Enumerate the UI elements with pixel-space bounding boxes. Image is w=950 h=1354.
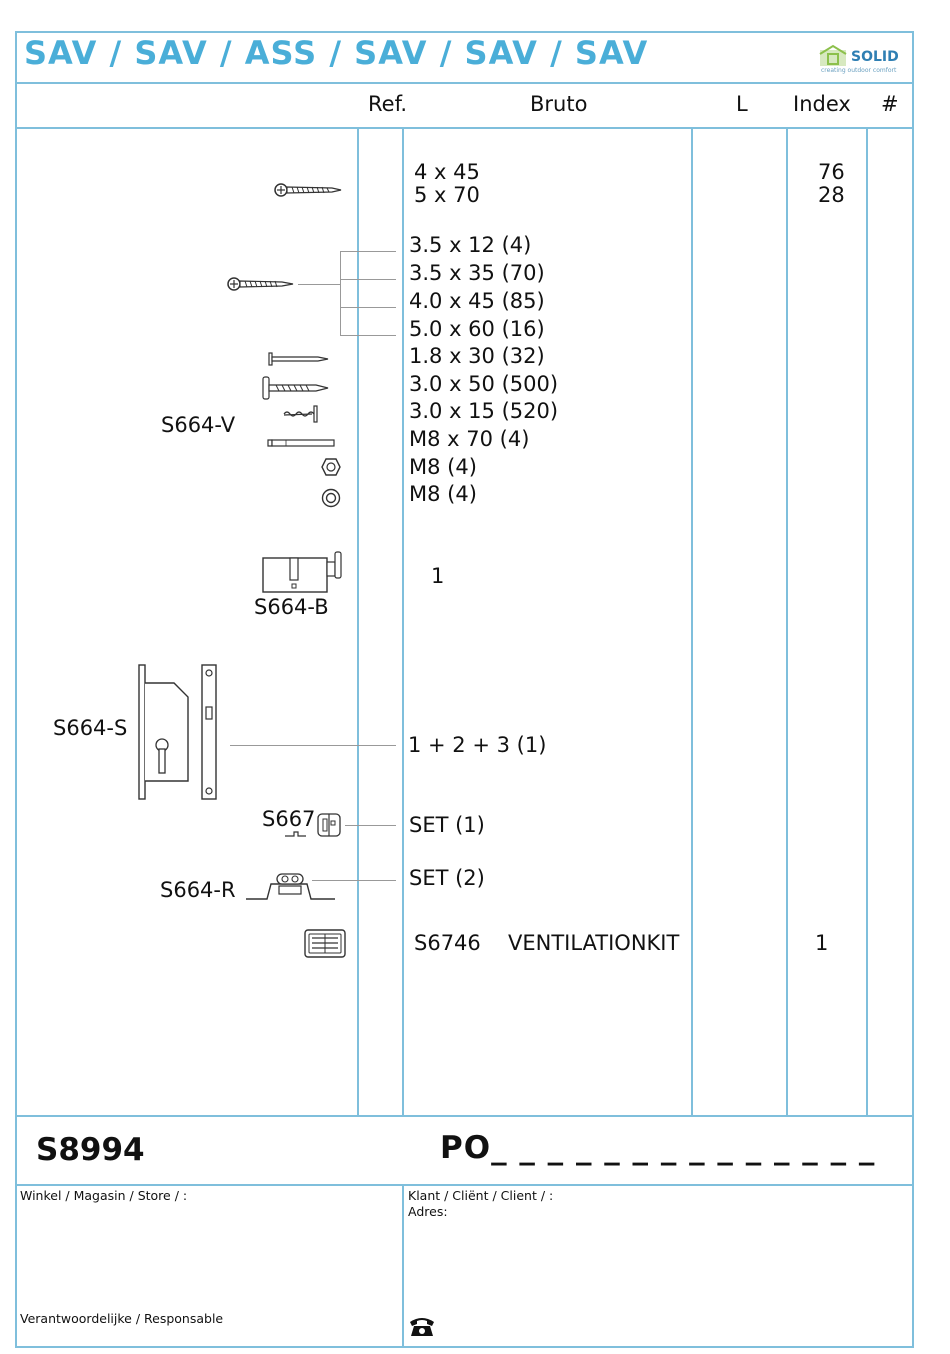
washer-icon: [321, 488, 341, 508]
part-row: 3.5 x 12 (4): [409, 233, 532, 257]
footer-divider: [15, 1184, 914, 1186]
phone-icon: [410, 1318, 434, 1336]
responsible-label: Verantwoordelijke / Responsable: [20, 1311, 224, 1326]
col-divider-ref-right: [402, 127, 404, 1117]
kit-label-s667: S667: [262, 807, 316, 831]
po-number-field[interactable]: PO_ _ _ _ _ _ _ _ _ _ _ _ _ _: [440, 1130, 876, 1166]
kit-qty-s664s: 1 + 2 + 3 (1): [408, 733, 547, 757]
part-row: 3.0 x 15 (520): [409, 399, 559, 423]
kit-qty-s667: SET (1): [409, 813, 485, 837]
store-label: Winkel / Magasin / Store / :: [20, 1188, 188, 1203]
leader-line: [298, 284, 340, 285]
part-row: 1.8 x 30 (32): [409, 344, 545, 368]
address-label: Adres:: [408, 1204, 448, 1219]
kit-label-s664s: S664-S: [53, 716, 128, 740]
latch-icon: [285, 813, 341, 837]
leader-line: [340, 279, 396, 280]
logo-text: SOLID: [851, 49, 899, 65]
part-row: 4.0 x 45 (85): [409, 289, 545, 313]
small-screw-icon: [283, 405, 318, 423]
kit-qty-s664b: 1: [431, 564, 445, 588]
screw-size-2: 5 x 70: [414, 183, 480, 207]
leader-line: [345, 825, 396, 826]
logo-mark-icon: [819, 44, 847, 66]
roller-catch-icon: [246, 873, 335, 900]
client-label: Klant / Cliënt / Client / :: [408, 1188, 554, 1203]
column-header-index: Index: [793, 92, 851, 116]
vent-index: 1: [815, 931, 829, 955]
screw-size-1: 4 x 45: [414, 160, 480, 184]
title-divider: [15, 82, 914, 84]
col-divider-index-right: [866, 127, 868, 1117]
column-header-divider: [15, 127, 914, 129]
part-row: 3.0 x 50 (500): [409, 372, 559, 396]
col-divider-ref-left: [357, 127, 359, 1117]
leader-line: [340, 251, 396, 252]
leader-line: [340, 307, 396, 308]
logo-tagline: creating outdoor comfort: [821, 67, 897, 74]
screw-icon: [227, 277, 294, 291]
column-header-hash: #: [881, 92, 899, 116]
part-row: M8 (4): [409, 482, 477, 506]
wood-screw-icon: [274, 183, 342, 197]
vent-name: VENTILATIONKIT: [508, 931, 680, 955]
leader-line: [230, 745, 396, 746]
part-row: 3.5 x 35 (70): [409, 261, 545, 285]
large-nail-icon: [262, 376, 329, 400]
product-code: S8994: [36, 1132, 145, 1168]
lock-cylinder-icon: [262, 551, 342, 593]
kit-label-s664r: S664-R: [160, 878, 236, 902]
footer-frame: [15, 1115, 914, 1348]
kit-label-s664b: S664-B: [254, 595, 329, 619]
leader-line: [340, 335, 396, 336]
column-header-ref: Ref.: [368, 92, 408, 116]
part-row: M8 x 70 (4): [409, 427, 530, 451]
brand-logo: SOLID creating outdoor comfort: [818, 44, 908, 74]
screw-index-1: 76: [818, 160, 845, 184]
mortise-lock-icon: [138, 664, 217, 800]
col-divider-l-right: [786, 127, 788, 1117]
part-row: M8 (4): [409, 455, 477, 479]
part-row: 5.0 x 60 (16): [409, 317, 545, 341]
footer-vertical-divider: [402, 1184, 404, 1348]
hex-nut-icon: [321, 458, 341, 476]
nail-icon: [268, 352, 329, 366]
column-header-l: L: [736, 92, 748, 116]
leader-line: [312, 880, 396, 881]
page-title: SAV / SAV / ASS / SAV / SAV / SAV: [24, 34, 649, 72]
vent-ref: S6746: [414, 931, 481, 955]
ventilation-grille-icon: [304, 929, 346, 958]
bolt-icon: [267, 439, 335, 447]
bracket-line: [340, 251, 341, 335]
kit-qty-s664r: SET (2): [409, 866, 485, 890]
col-divider-bruto-right: [691, 127, 693, 1117]
column-header-bruto: Bruto: [530, 92, 588, 116]
kit-label-s664v: S664-V: [161, 413, 236, 437]
screw-index-2: 28: [818, 183, 845, 207]
